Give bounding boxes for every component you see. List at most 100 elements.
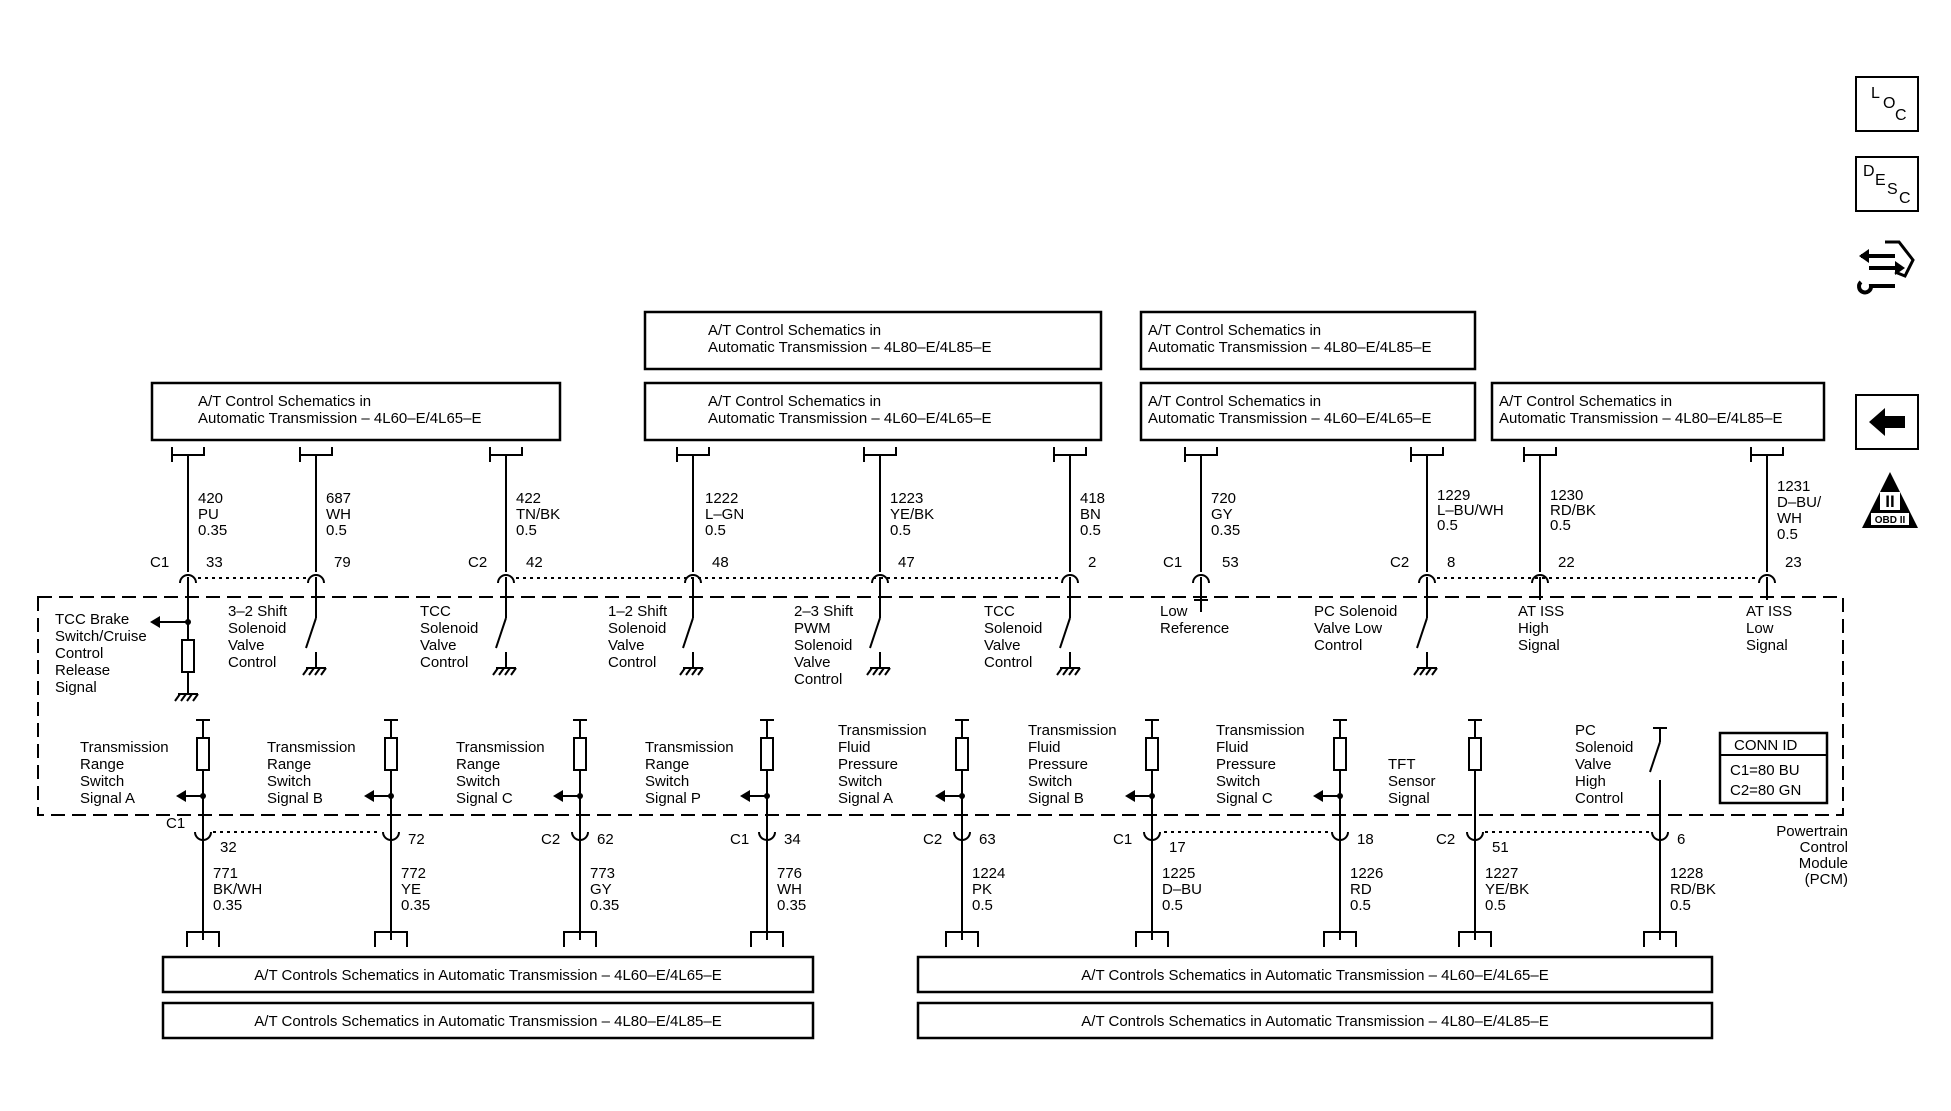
svg-text:GY: GY	[1211, 506, 1233, 523]
svg-text:PC Solenoid: PC Solenoid	[1314, 603, 1397, 620]
wire-1222: 1222 L–GN 0.5 48	[705, 490, 744, 571]
svg-text:Switch: Switch	[1028, 773, 1072, 790]
location-button[interactable]: L O C	[1855, 76, 1919, 132]
svg-text:Switch: Switch	[1216, 773, 1260, 790]
label-pc-solenoid-high: PC Solenoid Valve High Control	[1575, 722, 1633, 807]
top-connector-terminals	[179, 574, 1776, 600]
top-wire-labels: 420 PU 0.35 C1 33 687 WH 0.5 79 422 TN/B…	[150, 478, 1822, 571]
top-box-4-line1: A/T Control Schematics in	[1148, 322, 1321, 339]
svg-text:Solenoid: Solenoid	[1575, 739, 1633, 756]
svg-text:Transmission: Transmission	[838, 722, 927, 739]
svg-text:AT ISS: AT ISS	[1518, 603, 1564, 620]
wire-1227: C2 51 1227 YE/BK 0.5	[1436, 831, 1529, 914]
bottom-connector-terminals	[194, 812, 1669, 940]
svg-text:Solenoid: Solenoid	[608, 620, 666, 637]
top-reference-box-6[interactable]: A/T Control Schematics in Automatic Tran…	[1490, 381, 1826, 442]
svg-text:WH: WH	[1777, 510, 1802, 527]
svg-text:Switch: Switch	[267, 773, 311, 790]
wire-687: 687 WH 0.5 79	[326, 490, 351, 571]
svg-text:32: 32	[220, 839, 237, 856]
svg-text:62: 62	[597, 831, 614, 848]
svg-text:L–GN: L–GN	[705, 506, 744, 523]
svg-text:C: C	[1899, 190, 1911, 207]
svg-text:O: O	[1883, 95, 1895, 112]
wire-1223: 1223 YE/BK 0.5 47	[890, 490, 934, 571]
label-trs-signal-a: Transmission Range Switch Signal A	[80, 739, 169, 807]
top-box-4-line2: Automatic Transmission – 4L80–E/4L85–E	[1148, 339, 1432, 356]
label-3-2-shift-solenoid: 3–2 Shift Solenoid Valve Control	[228, 603, 288, 671]
svg-text:Valve: Valve	[984, 637, 1020, 654]
internal-bottom-labels: Transmission Range Switch Signal A Trans…	[80, 722, 1633, 807]
wire-420: 420 PU 0.35 C1 33	[150, 490, 227, 571]
wrench-connector-icon	[1857, 240, 1915, 295]
top-box-2-line2: Automatic Transmission – 4L80–E/4L85–E	[708, 339, 992, 356]
svg-text:YE: YE	[401, 881, 421, 898]
bottom-reference-box-4[interactable]: A/T Controls Schematics in Automatic Tra…	[916, 1001, 1714, 1040]
svg-text:Valve: Valve	[794, 654, 830, 671]
svg-text:Low: Low	[1160, 603, 1188, 620]
svg-text:L: L	[1871, 85, 1880, 102]
svg-text:22: 22	[1558, 554, 1575, 571]
svg-text:Valve: Valve	[608, 637, 644, 654]
svg-text:1224: 1224	[972, 865, 1005, 882]
svg-text:Control: Control	[608, 654, 656, 671]
svg-text:RD/BK: RD/BK	[1550, 502, 1596, 519]
svg-text:34: 34	[784, 831, 801, 848]
svg-text:TCC: TCC	[984, 603, 1015, 620]
top-box-6-line1: A/T Control Schematics in	[1499, 393, 1672, 410]
svg-text:1228: 1228	[1670, 865, 1703, 882]
svg-text:E: E	[1875, 172, 1886, 189]
svg-text:0.35: 0.35	[1211, 522, 1240, 539]
wire-1230: 1230 RD/BK 0.5 22	[1550, 487, 1596, 571]
svg-text:YE/BK: YE/BK	[890, 506, 934, 523]
obd-ii-icon: II OBD II	[1862, 472, 1918, 528]
wire-772: 72 772 YE 0.35	[401, 831, 430, 914]
svg-text:1226: 1226	[1350, 865, 1383, 882]
svg-text:23: 23	[1785, 554, 1802, 571]
top-reference-box-2[interactable]: A/T Control Schematics in Automatic Tran…	[643, 310, 1103, 371]
label-trs-signal-c: Transmission Range Switch Signal C	[456, 739, 545, 807]
svg-text:Control: Control	[794, 671, 842, 688]
description-button[interactable]: D E S C	[1855, 156, 1919, 212]
svg-text:63: 63	[979, 831, 996, 848]
svg-text:TCC Brake: TCC Brake	[55, 611, 129, 628]
svg-text:Transmission: Transmission	[456, 739, 545, 756]
svg-text:0.35: 0.35	[213, 897, 242, 914]
top-box-1-line1: A/T Control Schematics in	[198, 393, 371, 410]
svg-text:A/T Controls Schematics in Aut: A/T Controls Schematics in Automatic Tra…	[254, 967, 721, 984]
top-reference-box-1[interactable]: A/T Control Schematics in Automatic Tran…	[150, 381, 562, 442]
top-box-5-line2: Automatic Transmission – 4L60–E/4L65–E	[1148, 410, 1432, 427]
svg-text:Pressure: Pressure	[1216, 756, 1276, 773]
label-at-iss-low: AT ISS Low Signal	[1746, 603, 1792, 654]
label-tfp-signal-c: Transmission Fluid Pressure Switch Signa…	[1216, 722, 1305, 807]
wire-720: 720 GY 0.35 C1 53	[1163, 490, 1240, 571]
top-reference-box-5[interactable]: A/T Control Schematics in Automatic Tran…	[1139, 381, 1477, 442]
repair-procedure-button[interactable]	[1855, 232, 1919, 302]
bottom-reference-box-2[interactable]: A/T Controls Schematics in Automatic Tra…	[161, 1001, 815, 1040]
svg-text:Pressure: Pressure	[838, 756, 898, 773]
top-reference-box-3[interactable]: A/T Control Schematics in Automatic Tran…	[643, 381, 1103, 442]
wire-418: 418 BN 0.5 2	[1080, 490, 1105, 571]
svg-text:Transmission: Transmission	[80, 739, 169, 756]
label-at-iss-high: AT ISS High Signal	[1518, 603, 1564, 654]
wire-776: C1 34 776 WH 0.35	[730, 831, 806, 914]
back-button[interactable]	[1855, 394, 1919, 450]
bottom-reference-box-3[interactable]: A/T Controls Schematics in Automatic Tra…	[916, 955, 1714, 994]
svg-text:PWM: PWM	[794, 620, 831, 637]
wire-422: 422 TN/BK 0.5 C2 42	[468, 490, 560, 571]
svg-text:D–BU/: D–BU/	[1777, 494, 1822, 511]
svg-text:A/T Controls Schematics in Aut: A/T Controls Schematics in Automatic Tra…	[254, 1013, 721, 1030]
svg-text:Valve: Valve	[228, 637, 264, 654]
wire-1229: 1229 L–BU/WH 0.5 C2 8	[1390, 487, 1504, 571]
svg-text:Switch: Switch	[456, 773, 500, 790]
label-tcc-brake-switch: TCC Brake Switch/Cruise Control Release …	[55, 611, 147, 696]
bottom-connector-brackets	[186, 931, 1677, 947]
svg-text:1231: 1231	[1777, 478, 1810, 495]
bottom-reference-box-1[interactable]: A/T Controls Schematics in Automatic Tra…	[161, 955, 815, 994]
svg-text:Valve Low: Valve Low	[1314, 620, 1382, 637]
svg-text:C2: C2	[923, 831, 942, 848]
desc-icon: D E S C	[1863, 163, 1911, 207]
svg-text:TFT: TFT	[1388, 756, 1416, 773]
top-reference-box-4[interactable]: A/T Control Schematics in Automatic Tran…	[1139, 310, 1477, 371]
svg-text:1229: 1229	[1437, 487, 1470, 504]
